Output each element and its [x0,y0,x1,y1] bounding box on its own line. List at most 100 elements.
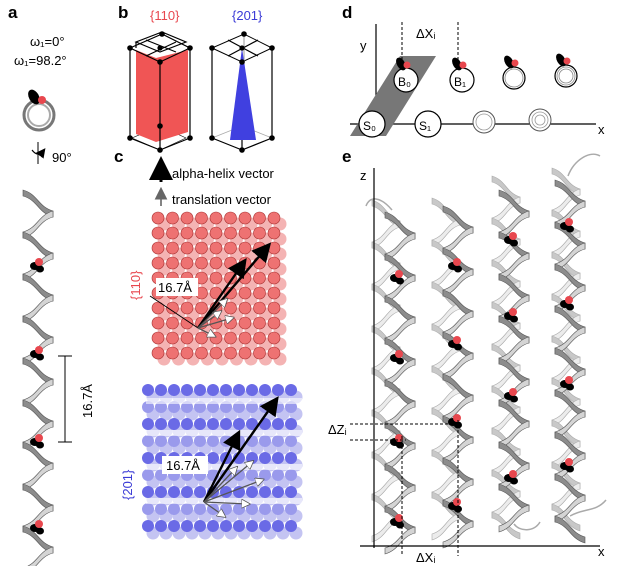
lattice-atom [155,503,167,515]
lattice-atom [246,503,258,515]
lattice-atom [168,384,180,396]
residue-red [395,350,403,358]
rotation-label: 90° [52,150,72,165]
residue-red [35,346,43,354]
lattice-atom [246,418,258,430]
lattice-atom [195,211,208,225]
helix-e-front-3 [554,179,586,544]
d-x-axis-label: x [598,122,605,137]
lattice-atom [180,211,194,225]
lattice-atom [267,286,281,300]
spacing-label-201: 16.7Å [166,458,200,473]
residue-dark [510,395,518,403]
residue-red [453,258,461,266]
lattice-atom [195,256,208,270]
helix-disc-b0 [393,57,419,93]
lattice-atom [233,503,245,515]
residue-red [509,232,517,240]
lattice-atom [142,486,154,498]
loop [569,499,607,517]
lattice-atom [224,241,237,255]
lattice-atom [220,435,232,447]
residue-red [509,308,517,316]
spacing-label-bg-1 [156,278,198,296]
lattice-atom [238,331,252,345]
lattice-atom [224,226,237,240]
face-label-110: {110} [150,8,180,23]
lattice-atom [166,211,179,225]
lattice-atom [151,256,165,270]
residue-red [395,270,403,278]
lattice-atom [233,384,245,396]
lattice-atom [259,452,271,464]
lattice-atom [151,301,165,315]
residue-dark [36,265,44,273]
lattice-atom [207,384,219,396]
residue-dark [36,353,44,361]
helix-band-front [551,503,581,532]
label-b0: B₀ [398,75,411,89]
lattice-atom [267,271,281,285]
pitch-label: 16.7Å [80,384,95,418]
panel-letter-e: e [342,147,351,166]
helix-disc-b2 [502,55,526,90]
lattice-atom [142,452,154,464]
lattice-atom [233,486,245,498]
helix-band-back [431,512,461,541]
residue-dark [454,505,462,513]
lattice-atom [253,346,266,360]
lattice-atom [246,520,258,532]
panel-letter-a: a [8,3,18,22]
lattice-atom [155,486,167,498]
panel-letter-b: b [118,3,128,22]
lattice-atom [180,241,194,255]
lattice-atom [209,241,223,255]
lattice-atom [194,486,206,498]
residue-dark [566,383,574,391]
lattice-atom [166,331,179,345]
lattice-atom [259,520,271,532]
lattice-atom [209,211,223,225]
lattice-atom [246,486,258,498]
residue-red [565,458,573,466]
lattice-atom [259,384,271,396]
lattice-atom [285,503,297,515]
panel-c: c alpha-helix vector translation vector … [114,147,303,540]
lattice-atom [209,331,223,345]
lattice-atom [285,486,297,498]
lattice-atom [209,256,223,270]
lattice-atom [224,211,237,225]
lattice-atom [166,241,179,255]
pitch-bracket [58,355,72,443]
panel-letter-d: d [342,3,352,22]
lattice-atom [272,469,284,481]
loop [365,198,393,211]
lattice-atom [155,384,167,396]
lattice-atom [233,469,245,481]
lattice-atom [246,384,258,396]
lattice-atom [207,435,219,447]
lattice-atom [220,384,232,396]
lattice-atom [151,346,165,360]
lattice-atom [195,346,208,360]
lattice-atom [220,520,232,532]
lattice-atom [259,486,271,498]
residue-dark [566,303,574,311]
e-delta-z-label: ΔZᵢ [328,422,347,437]
lattice-atom [238,211,252,225]
e-x-axis-label: x [598,544,605,559]
lattice-atom [272,418,284,430]
residue-red [453,414,461,422]
lattice-atom [207,520,219,532]
lattice-atom [224,331,237,345]
lattice-atom [253,316,266,330]
lattice-atom [253,286,266,300]
lattice-atom [181,520,193,532]
lattice-atom [207,418,219,430]
lattice-atom [267,346,281,360]
lattice-atom [253,211,266,225]
panel-e: e z x ΔZᵢ ΔXᵢ [328,147,607,565]
lattice-atom [181,418,193,430]
lattice-atom [194,520,206,532]
panel-letter-c: c [114,147,123,166]
